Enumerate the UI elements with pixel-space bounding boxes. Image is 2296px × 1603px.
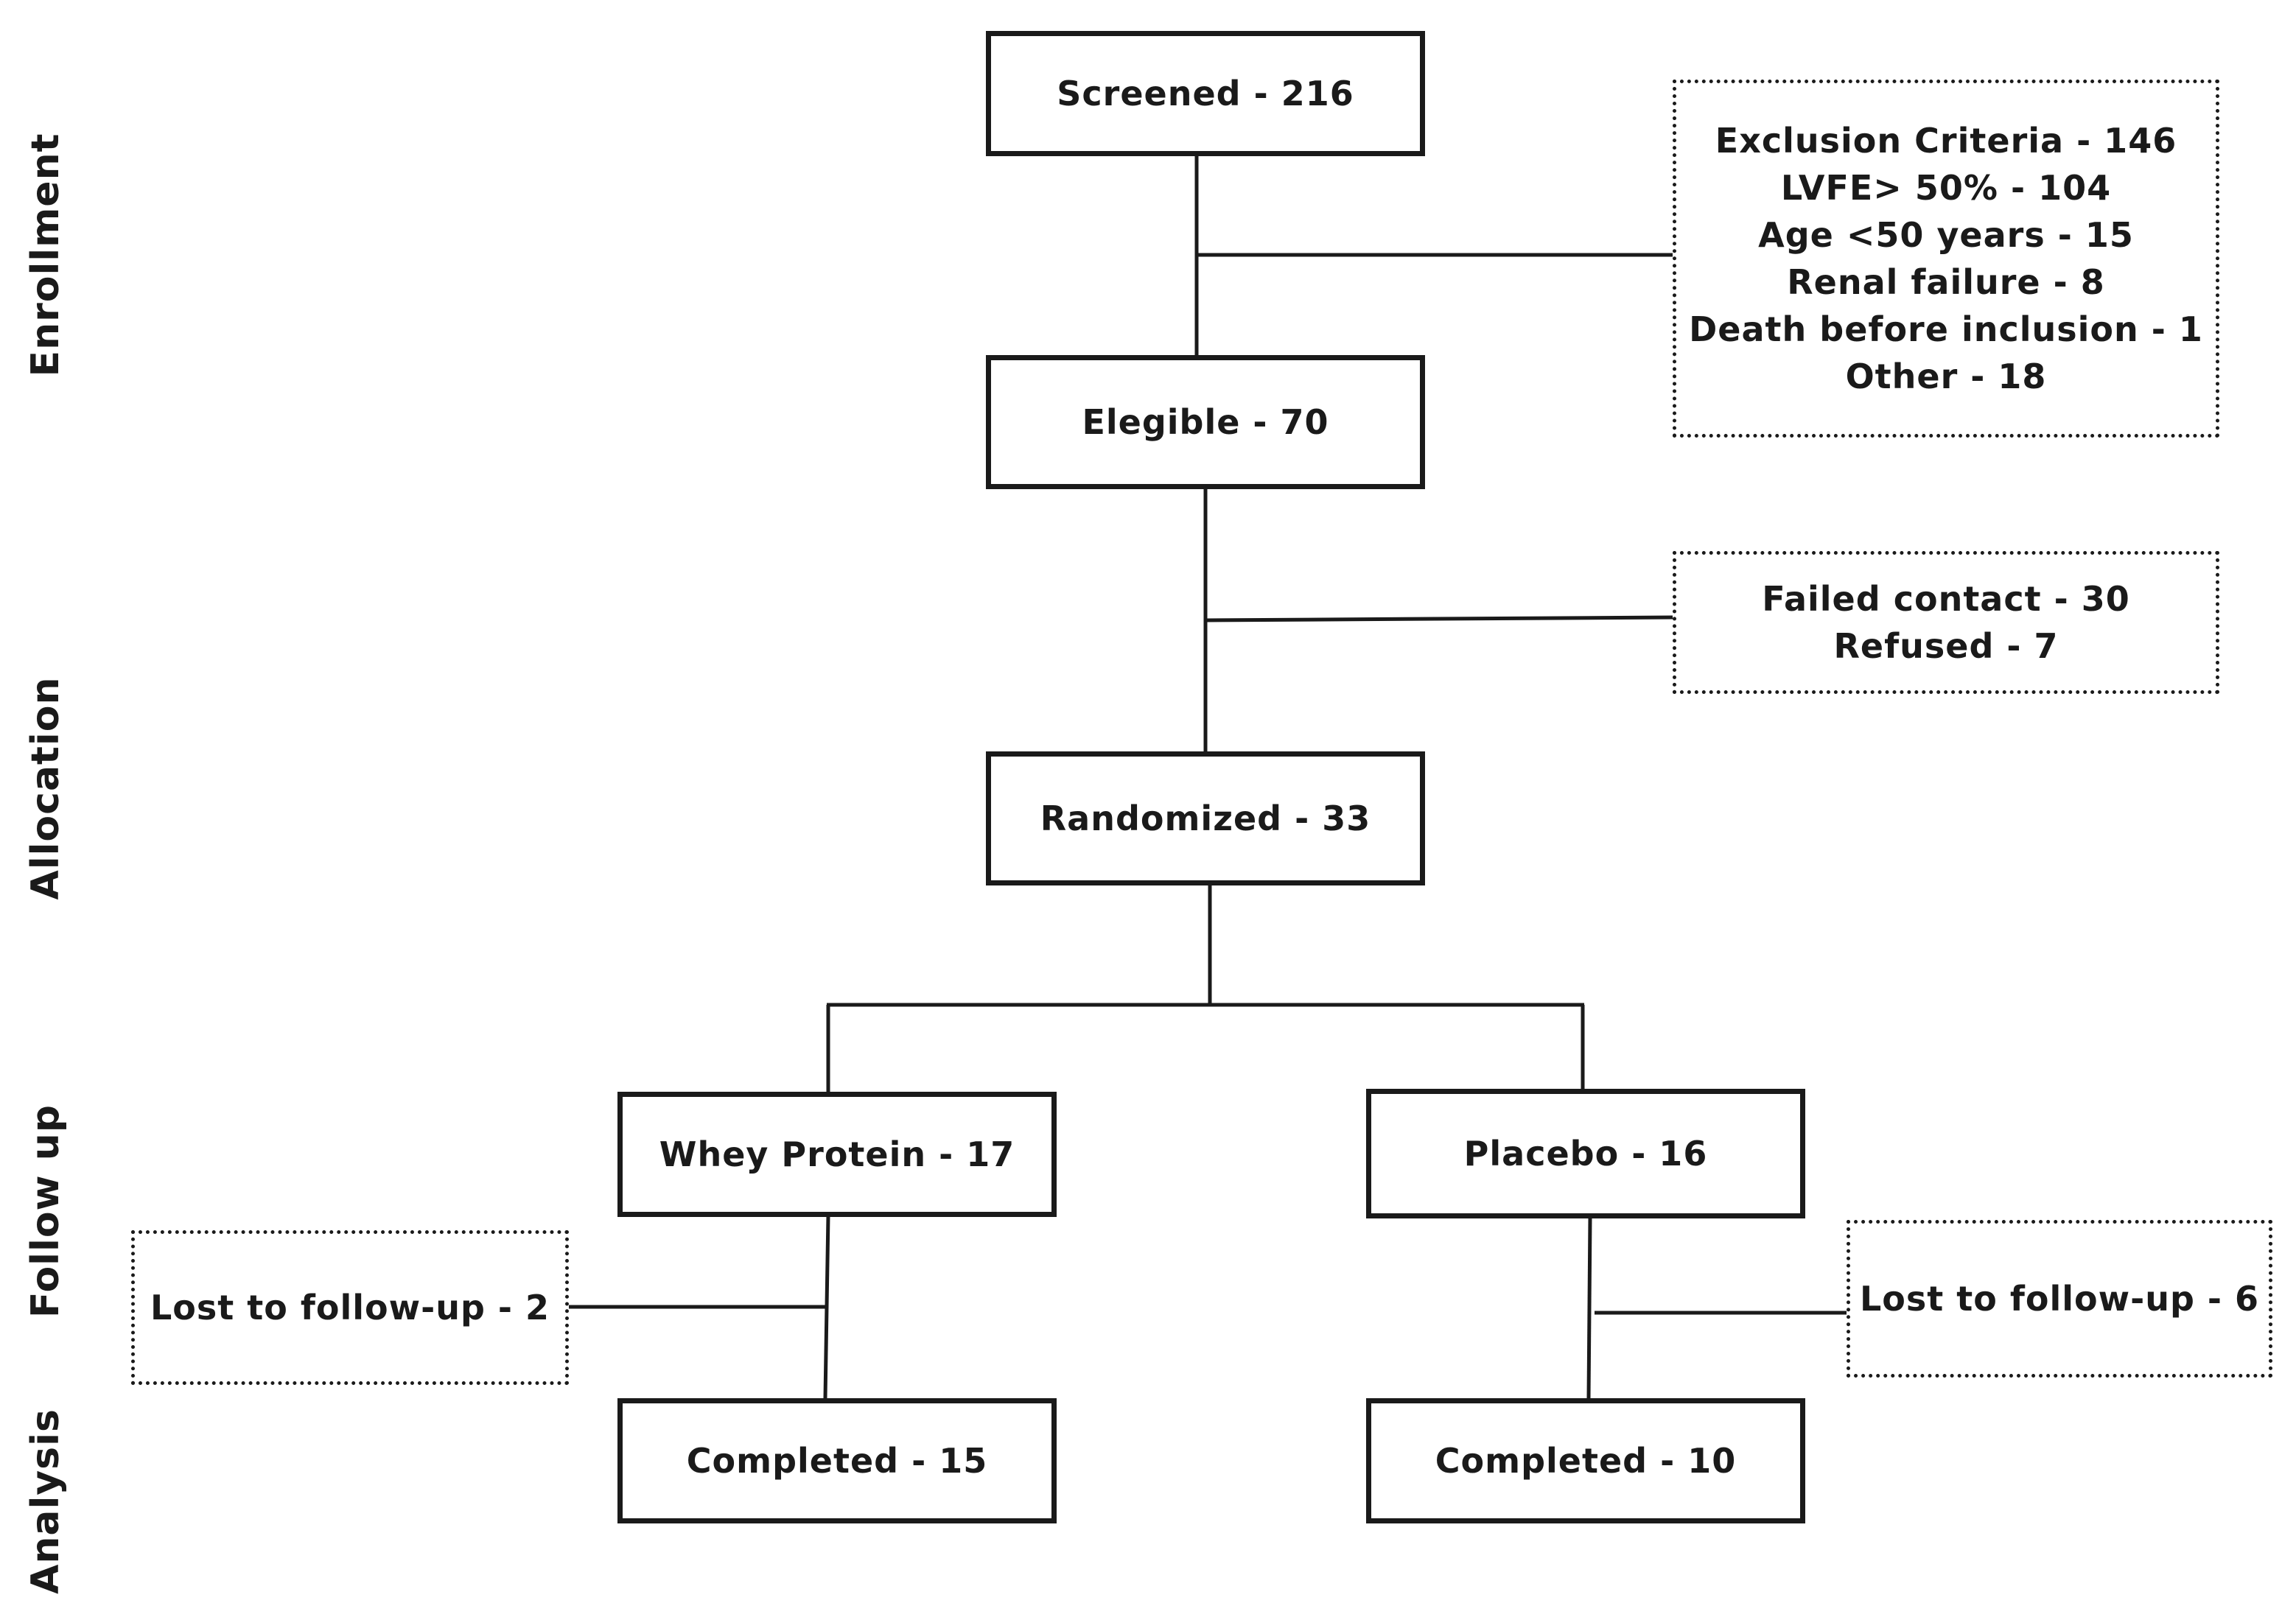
connector-to-failed-contact-box [1205, 615, 1675, 622]
stage-label-allocation: Allocation [24, 676, 68, 900]
exclusion-lvfe: LVFE> 50% - 104 [1780, 168, 2112, 208]
completed-whey-label: Completed - 15 [686, 1441, 988, 1481]
enrollment-exclusion-box: Exclusion Criteria - 146 LVFE> 50% - 104… [1673, 80, 2219, 438]
whey-protein-label: Whey Protein - 17 [659, 1134, 1015, 1174]
failed-contact: Failed contact - 30 [1762, 579, 2130, 619]
connector-placebo-completed [1586, 1216, 1592, 1399]
exclusion-other: Other - 18 [1845, 357, 2047, 396]
placebo-lost-to-follow-up-box: Lost to follow-up - 6 [1847, 1220, 2272, 1378]
completed-placebo-label: Completed - 10 [1435, 1441, 1737, 1481]
refused: Refused - 7 [1833, 626, 2059, 666]
stage-label-enrollment: Enrollment [24, 133, 68, 377]
eligible-label: Elegible - 70 [1082, 402, 1329, 442]
screened-box: Screened - 216 [986, 31, 1425, 156]
allocation-exclusion-box: Failed contact - 30 Refused - 7 [1673, 551, 2219, 694]
stage-label-analysis: Analysis [24, 1409, 68, 1594]
stage-label-follow-up: Follow up [24, 1104, 68, 1318]
eligible-box: Elegible - 70 [986, 355, 1425, 489]
screened-label: Screened - 216 [1057, 74, 1354, 113]
exclusion-death: Death before inclusion - 1 [1689, 309, 2203, 349]
exclusion-age: Age <50 years - 15 [1758, 215, 2134, 255]
randomized-label: Randomized - 33 [1040, 799, 1371, 838]
randomized-box: Randomized - 33 [986, 751, 1425, 885]
exclusion-criteria-total: Exclusion Criteria - 146 [1715, 121, 2177, 161]
completed-whey-box: Completed - 15 [617, 1398, 1057, 1523]
whey-lost-to-follow-up-box: Lost to follow-up - 2 [131, 1230, 569, 1385]
placebo-lost-to-follow-up: Lost to follow-up - 6 [1859, 1279, 2260, 1319]
completed-placebo-box: Completed - 10 [1366, 1398, 1805, 1523]
whey-lost-to-follow-up: Lost to follow-up - 2 [150, 1288, 550, 1327]
exclusion-renal-failure: Renal failure - 8 [1787, 262, 2105, 302]
placebo-box: Placebo - 16 [1366, 1089, 1805, 1218]
whey-protein-box: Whey Protein - 17 [617, 1092, 1057, 1217]
placebo-label: Placebo - 16 [1463, 1134, 1708, 1174]
